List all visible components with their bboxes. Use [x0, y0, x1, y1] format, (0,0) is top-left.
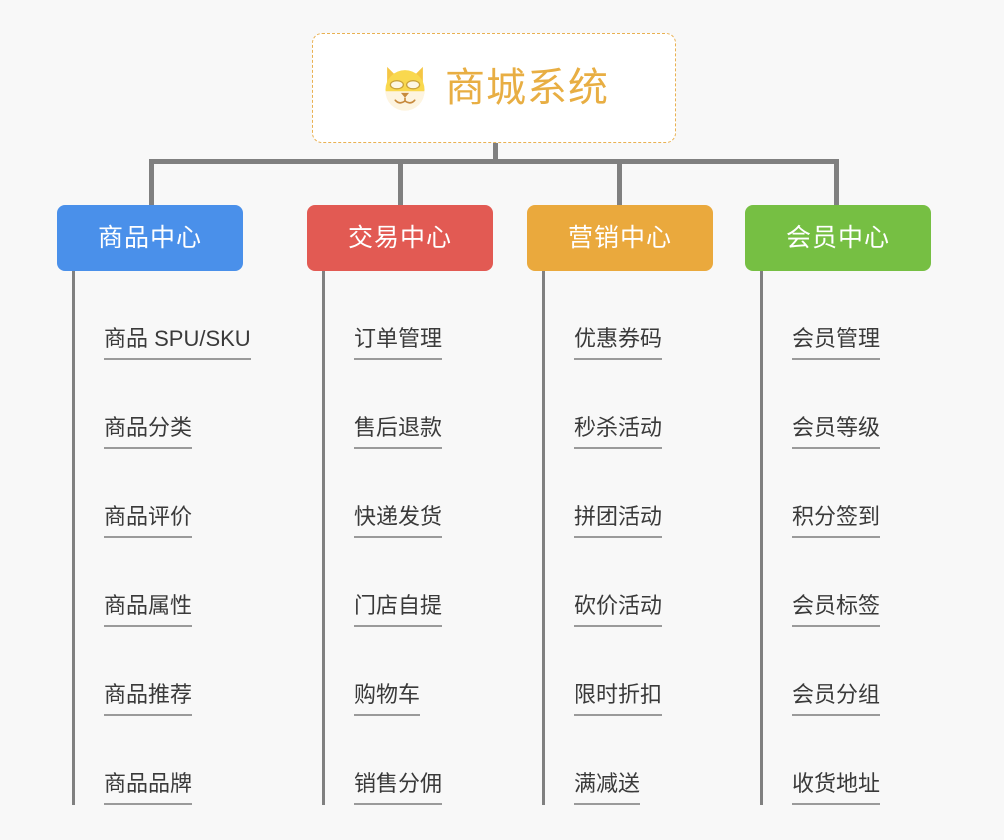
- leaf-item[interactable]: 优惠券码: [545, 271, 757, 360]
- leaf-item[interactable]: 商品推荐: [75, 627, 307, 716]
- leaf-item[interactable]: 会员分组: [763, 627, 975, 716]
- category-column-product: 商品中心 商品 SPU/SKU 商品分类 商品评价 商品属性 商品推荐 商品品牌: [57, 205, 307, 805]
- leaf-label: 会员管理: [792, 326, 881, 360]
- leaf-label: 拼团活动: [574, 504, 663, 538]
- leaf-label: 满减送: [574, 771, 641, 805]
- category-column-member: 会员中心 会员管理 会员等级 积分签到 会员标签 会员分组 收货地址: [745, 205, 975, 805]
- leaf-item[interactable]: 销售分佣: [325, 716, 537, 805]
- leaf-item[interactable]: 售后退款: [325, 360, 537, 449]
- connector-root-stem: [493, 143, 498, 162]
- leaf-label: 商品推荐: [104, 682, 193, 716]
- leaf-item[interactable]: 砍价活动: [545, 538, 757, 627]
- leaf-item[interactable]: 秒杀活动: [545, 360, 757, 449]
- leaf-label: 会员标签: [792, 593, 881, 627]
- category-column-trade: 交易中心 订单管理 售后退款 快递发货 门店自提 购物车 销售分佣: [307, 205, 537, 805]
- leaf-item[interactable]: 会员标签: [763, 538, 975, 627]
- root-title: 商城系统: [445, 66, 609, 110]
- leaf-item[interactable]: 拼团活动: [545, 449, 757, 538]
- category-header-member[interactable]: 会员中心: [745, 205, 931, 271]
- leaf-label: 快递发货: [354, 504, 443, 538]
- leaf-item[interactable]: 购物车: [325, 627, 537, 716]
- leaf-label: 商品评价: [104, 504, 193, 538]
- root-node-shopping-mall-system[interactable]: 商城系统: [312, 33, 676, 143]
- leaf-label: 会员等级: [792, 415, 881, 449]
- dog-face-icon: [385, 66, 425, 111]
- category-header-product[interactable]: 商品中心: [57, 205, 243, 271]
- leaf-list-product: 商品 SPU/SKU 商品分类 商品评价 商品属性 商品推荐 商品品牌: [72, 271, 307, 805]
- leaf-list-marketing: 优惠券码 秒杀活动 拼团活动 砍价活动 限时折扣 满减送: [542, 271, 757, 805]
- category-label: 交易中心: [347, 223, 452, 252]
- leaf-label: 秒杀活动: [574, 415, 663, 449]
- leaf-item[interactable]: 积分签到: [763, 449, 975, 538]
- leaf-label: 门店自提: [354, 593, 443, 627]
- leaf-label: 限时折扣: [574, 682, 663, 716]
- leaf-item[interactable]: 满减送: [545, 716, 757, 805]
- leaf-item[interactable]: 商品 SPU/SKU: [75, 271, 307, 360]
- leaf-item[interactable]: 快递发货: [325, 449, 537, 538]
- connector-drop-1: [149, 159, 154, 205]
- connector-drop-2: [398, 159, 403, 205]
- connector-horizontal-bar: [149, 159, 839, 164]
- connector-drop-3: [617, 159, 622, 205]
- category-header-marketing[interactable]: 营销中心: [527, 205, 713, 271]
- leaf-label: 商品品牌: [104, 771, 193, 805]
- category-label: 会员中心: [785, 223, 890, 252]
- leaf-item[interactable]: 商品品牌: [75, 716, 307, 805]
- category-column-marketing: 营销中心 优惠券码 秒杀活动 拼团活动 砍价活动 限时折扣 满减送: [527, 205, 757, 805]
- leaf-item[interactable]: 商品评价: [75, 449, 307, 538]
- leaf-item[interactable]: 商品分类: [75, 360, 307, 449]
- leaf-item[interactable]: 收货地址: [763, 716, 975, 805]
- leaf-label: 商品 SPU/SKU: [104, 326, 251, 360]
- category-header-trade[interactable]: 交易中心: [307, 205, 493, 271]
- leaf-item[interactable]: 限时折扣: [545, 627, 757, 716]
- leaf-label: 购物车: [354, 682, 421, 716]
- leaf-list-member: 会员管理 会员等级 积分签到 会员标签 会员分组 收货地址: [760, 271, 975, 805]
- category-label: 营销中心: [567, 223, 672, 252]
- leaf-item[interactable]: 会员等级: [763, 360, 975, 449]
- leaf-item[interactable]: 商品属性: [75, 538, 307, 627]
- leaf-label: 积分签到: [792, 504, 881, 538]
- leaf-label: 收货地址: [792, 771, 881, 805]
- leaf-label: 商品属性: [104, 593, 193, 627]
- leaf-label: 订单管理: [354, 326, 443, 360]
- leaf-item[interactable]: 门店自提: [325, 538, 537, 627]
- leaf-label: 售后退款: [354, 415, 443, 449]
- category-label: 商品中心: [97, 223, 202, 252]
- leaf-label: 优惠券码: [574, 326, 663, 360]
- leaf-item[interactable]: 订单管理: [325, 271, 537, 360]
- leaf-label: 商品分类: [104, 415, 193, 449]
- leaf-label: 砍价活动: [574, 593, 663, 627]
- leaf-list-trade: 订单管理 售后退款 快递发货 门店自提 购物车 销售分佣: [322, 271, 537, 805]
- connector-drop-4: [834, 159, 839, 205]
- leaf-item[interactable]: 会员管理: [763, 271, 975, 360]
- leaf-label: 会员分组: [792, 682, 881, 716]
- leaf-label: 销售分佣: [354, 771, 443, 805]
